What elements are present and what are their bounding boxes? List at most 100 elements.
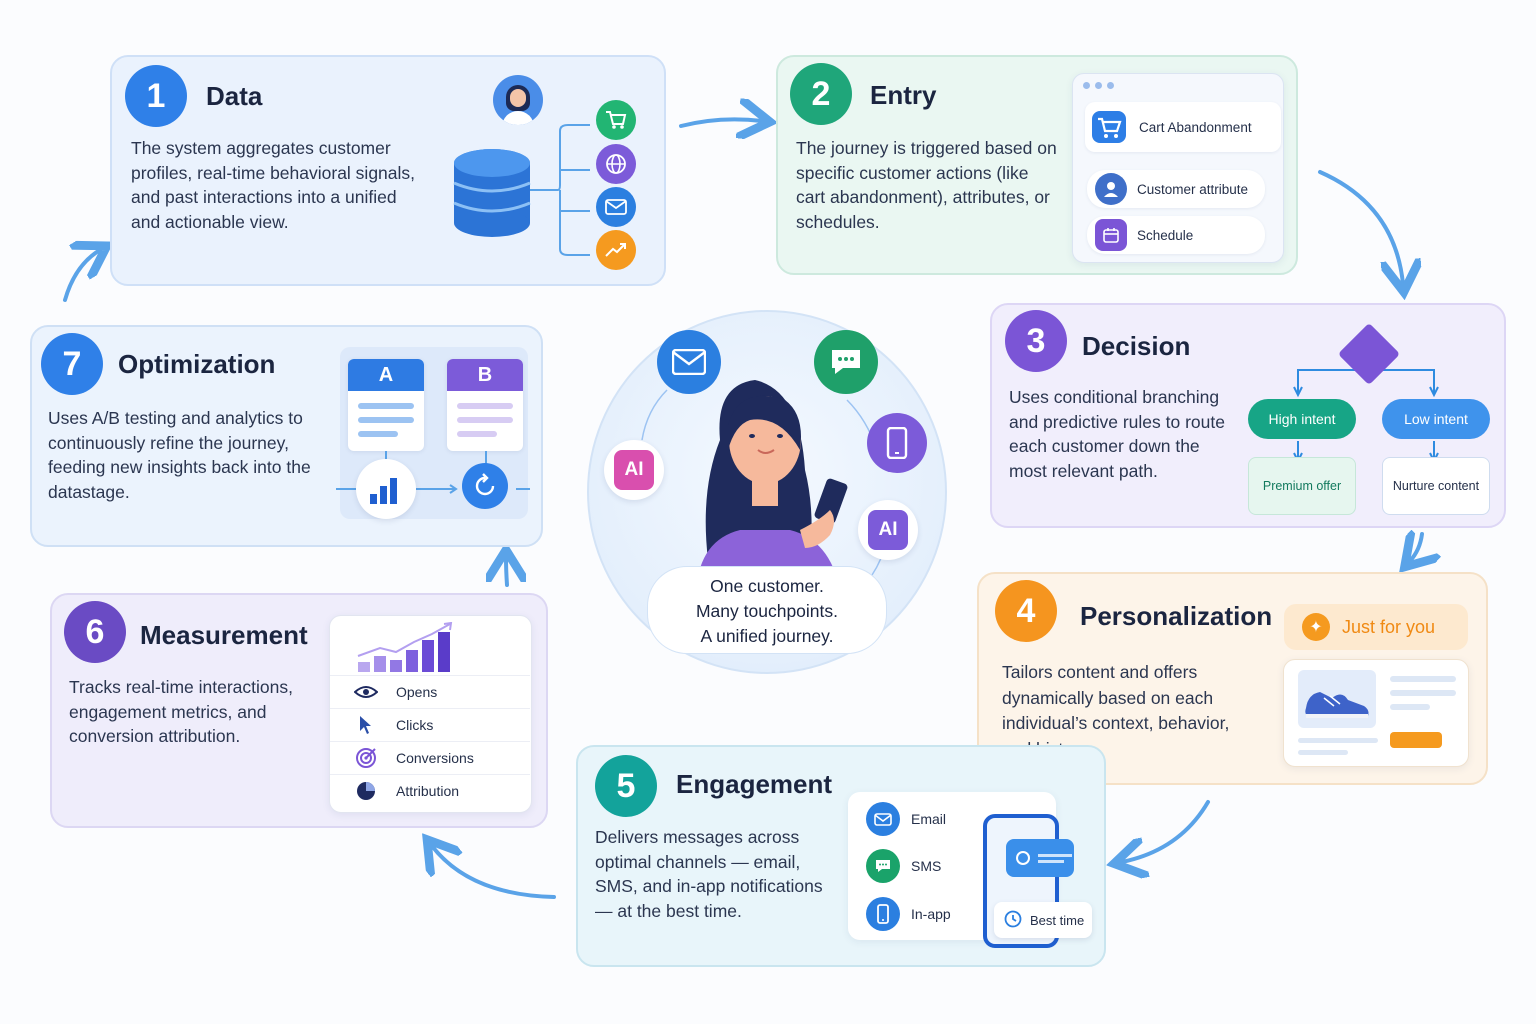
metric-attribution[interactable]: Attribution — [330, 774, 530, 807]
arrow-optimization-to-data — [63, 250, 100, 302]
step-decision-card: 3 Decision Uses conditional branching an… — [990, 303, 1506, 528]
step-number-badge: 5 — [595, 755, 657, 817]
database-diagram — [453, 101, 590, 256]
ai-chip-icon: AI — [604, 440, 664, 500]
clock-icon — [1004, 910, 1022, 931]
step-description: Tracks real-time interactions, engagemen… — [69, 677, 293, 746]
offer-cta-button[interactable] — [1390, 732, 1442, 748]
variant-b-label: B — [447, 359, 523, 391]
arrow-entry-to-decision — [1318, 170, 1403, 284]
just-for-you-tag[interactable]: ✦ Just for you — [1284, 604, 1468, 650]
step-title: Personalization — [1080, 601, 1273, 631]
arrow-personalization-to-engagement — [1122, 800, 1210, 862]
outcome-nurture-content: Nurture content — [1382, 457, 1490, 515]
channel-in-app[interactable]: In-app — [866, 897, 951, 931]
chat-icon — [866, 849, 900, 883]
step-description: The system aggregates customer profiles,… — [131, 138, 416, 232]
best-time-badge: Best time — [994, 902, 1092, 938]
step-data-card: 1 Data The system aggregates customer pr… — [110, 55, 666, 286]
channel-label: Email — [911, 811, 947, 827]
decision-tree-lines — [1293, 369, 1439, 464]
customer-avatar — [493, 75, 543, 125]
step-description: Delivers messages across optimal channel… — [595, 827, 823, 921]
offer-preview — [1283, 659, 1469, 767]
step-number-badge: 7 — [41, 333, 103, 395]
caption-line: A unified journey. — [700, 626, 834, 646]
step-number-badge: 3 — [1005, 310, 1067, 372]
step-optimization-card: 7 Optimization Uses A/B testing and anal… — [30, 325, 543, 547]
channel-email[interactable]: Email — [866, 802, 946, 836]
trigger-label: Schedule — [1137, 227, 1194, 243]
metric-label: Attribution — [396, 783, 460, 799]
step-title: Entry — [870, 80, 937, 110]
arrow-data-to-entry — [679, 119, 762, 126]
eye-icon — [352, 685, 380, 699]
channel-label: In-app — [911, 906, 951, 922]
trigger-label: Cart Abandonment — [1139, 119, 1252, 135]
database-icon — [453, 149, 531, 237]
trigger-label: Customer attribute — [1137, 181, 1249, 197]
metric-label: Opens — [396, 684, 438, 700]
trigger-customer-attribute[interactable]: Customer attribute — [1087, 170, 1265, 208]
pie-chart-icon — [352, 780, 380, 802]
branch-high-intent[interactable]: High intent — [1248, 399, 1356, 439]
user-icon — [1095, 173, 1127, 205]
mail-icon — [596, 187, 636, 227]
trigger-panel: Cart Abandonment Customer attribute Sche… — [1072, 73, 1284, 263]
caption-line: One customer. — [710, 576, 824, 596]
shoe-image — [1298, 670, 1376, 728]
caption-line: Many touchpoints. — [695, 601, 839, 621]
outcome-premium-offer: Premium offer — [1248, 457, 1356, 515]
hub-caption: One customer. Many touchpoints. A unifie… — [647, 566, 887, 654]
notification-bubble — [1006, 839, 1074, 877]
globe-icon — [596, 144, 636, 184]
best-time-label: Best time — [1030, 912, 1085, 928]
ai-chip-label: AI — [868, 510, 908, 550]
metric-label: Conversions — [396, 750, 474, 766]
customer-illustration — [696, 380, 848, 590]
chat-icon — [814, 330, 878, 394]
step-title: Data — [206, 81, 263, 111]
step-title: Measurement — [140, 620, 308, 650]
step-description: Uses conditional branching and predictiv… — [1009, 387, 1225, 481]
channel-label: SMS — [911, 858, 942, 874]
metric-opens[interactable]: Opens — [330, 675, 530, 708]
mobile-icon — [867, 413, 927, 473]
target-icon — [352, 747, 380, 769]
variant-a-card[interactable]: A — [348, 359, 424, 451]
step-title: Optimization — [118, 349, 276, 379]
step-description: The journey is triggered based on specif… — [796, 138, 1057, 232]
mobile-icon — [866, 897, 900, 931]
variant-a-label: A — [348, 359, 424, 391]
arrow-engagement-to-measurement — [432, 846, 556, 899]
tag-label: Just for you — [1342, 616, 1436, 637]
cursor-icon — [352, 715, 380, 735]
metric-label: Clicks — [396, 717, 434, 733]
metric-clicks[interactable]: Clicks — [330, 708, 530, 741]
calendar-icon — [1095, 219, 1127, 251]
metric-conversions[interactable]: Conversions — [330, 741, 530, 774]
trigger-schedule[interactable]: Schedule — [1087, 216, 1265, 254]
trigger-cart-abandonment[interactable]: Cart Abandonment — [1085, 102, 1281, 152]
variant-b-card[interactable]: B — [447, 359, 523, 451]
step-number-badge: 1 — [125, 65, 187, 127]
sparkle-icon: ✦ — [1302, 613, 1330, 641]
ai-chip-label: AI — [614, 450, 654, 490]
step-title: Decision — [1082, 331, 1191, 361]
step-measurement-card: 6 Measurement Tracks real-time interacti… — [50, 593, 548, 828]
cart-icon — [596, 100, 636, 140]
mail-icon — [657, 330, 721, 394]
bar-chart-icon — [356, 459, 416, 519]
arrow-measurement-to-optimization — [506, 558, 507, 587]
window-dots — [1083, 82, 1114, 89]
step-engagement-card: 5 Engagement Delivers messages across op… — [576, 745, 1106, 967]
mail-icon — [866, 802, 900, 836]
arrow-decision-to-personalization — [1410, 534, 1422, 561]
step-title: Engagement — [676, 769, 833, 799]
channel-sms[interactable]: SMS — [866, 849, 941, 883]
growth-chart-icon — [357, 622, 453, 672]
trend-up-icon — [596, 230, 636, 270]
branch-low-intent[interactable]: Low intent — [1382, 399, 1490, 439]
cart-icon — [1089, 107, 1129, 147]
